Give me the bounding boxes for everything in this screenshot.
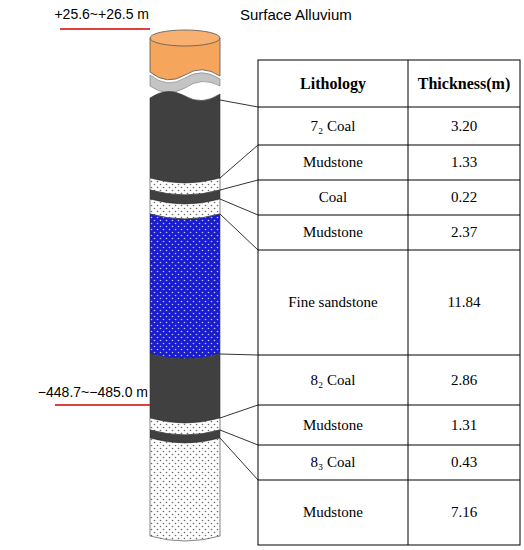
table-rule <box>258 180 520 181</box>
table-cell: 7₂ Coal <box>258 107 408 145</box>
table-cell: 8₃ Coal <box>258 445 408 480</box>
table-cell: Coal <box>258 180 408 215</box>
cell-text: Coal <box>319 189 347 206</box>
table-rule <box>258 480 520 481</box>
table-rule <box>408 60 409 545</box>
cell-text: Thickness(m) <box>418 75 510 93</box>
cell-text: 8₃ Coal <box>311 454 356 471</box>
cell-text: 7₂ Coal <box>311 118 356 135</box>
table-border <box>258 60 520 545</box>
table-rule <box>258 405 520 406</box>
cell-text: Mudstone <box>303 154 363 171</box>
cell-text: 2.86 <box>451 372 477 389</box>
table-cell: 0.22 <box>408 180 520 215</box>
table-cell: Fine sandstone <box>258 250 408 355</box>
leader-line <box>220 214 258 250</box>
depth-label: −448.7~−485.0 m <box>38 384 148 400</box>
table-cell: 2.37 <box>408 215 520 250</box>
cell-text: 0.22 <box>451 189 477 206</box>
depth-marker <box>55 404 150 406</box>
layer-label: Surface Alluvium <box>240 6 352 23</box>
table-rule <box>258 145 520 146</box>
table-grid <box>258 60 520 545</box>
table-cell: Mudstone <box>258 215 408 250</box>
cell-text: Mudstone <box>303 224 363 241</box>
cell-text: 3.20 <box>451 118 477 135</box>
table-rule <box>258 445 520 446</box>
leader-line <box>220 145 258 178</box>
table-cell: Mudstone <box>258 405 408 445</box>
table-rule <box>258 107 520 108</box>
table-cell: 8₂ Coal <box>258 355 408 405</box>
mudstone-layer <box>150 199 220 219</box>
table-cell: 2.86 <box>408 355 520 405</box>
cell-text: 7.16 <box>451 504 477 521</box>
leader-line <box>220 405 258 418</box>
table-cell: 7.16 <box>408 480 520 545</box>
leader-line <box>220 438 258 480</box>
cell-text: 8₂ Coal <box>311 372 356 389</box>
table-rule <box>258 215 520 216</box>
cell-text: 1.33 <box>451 154 477 171</box>
leader-line <box>220 100 258 107</box>
leader-line <box>220 180 258 190</box>
coal-layer <box>150 91 220 183</box>
table-rule <box>258 355 520 356</box>
table-cell: 1.31 <box>408 405 520 445</box>
cell-text: Mudstone <box>303 504 363 521</box>
cell-text: Lithology <box>300 75 366 93</box>
cell-text: 0.43 <box>451 454 477 471</box>
cell-text: Mudstone <box>303 417 363 434</box>
table-rule <box>258 250 520 251</box>
leader-line <box>220 430 258 445</box>
cell-text: 1.31 <box>451 417 477 434</box>
table-cell: 3.20 <box>408 107 520 145</box>
leader-lines <box>220 100 258 480</box>
leader-line <box>220 354 258 355</box>
break-surface <box>150 73 220 93</box>
table-cell: Mudstone <box>258 145 408 180</box>
table-header: Thickness(m) <box>408 60 520 107</box>
cell-text: Fine sandstone <box>288 294 378 311</box>
table-cell: 11.84 <box>408 250 520 355</box>
cell-text: 11.84 <box>447 294 480 311</box>
sandstone-layer <box>150 214 220 359</box>
table-cell: Mudstone <box>258 480 408 545</box>
cell-text: 2.37 <box>451 224 477 241</box>
mudstone-layer <box>150 438 220 541</box>
table-header: Lithology <box>258 60 408 107</box>
depth-marker <box>60 28 150 30</box>
depth-label: +25.6~+26.5 m <box>54 6 149 22</box>
table-cell: 1.33 <box>408 145 520 180</box>
leader-line <box>220 199 258 215</box>
coal-layer <box>150 354 220 423</box>
table-cell: 0.43 <box>408 445 520 480</box>
cylinder-top <box>150 30 220 46</box>
